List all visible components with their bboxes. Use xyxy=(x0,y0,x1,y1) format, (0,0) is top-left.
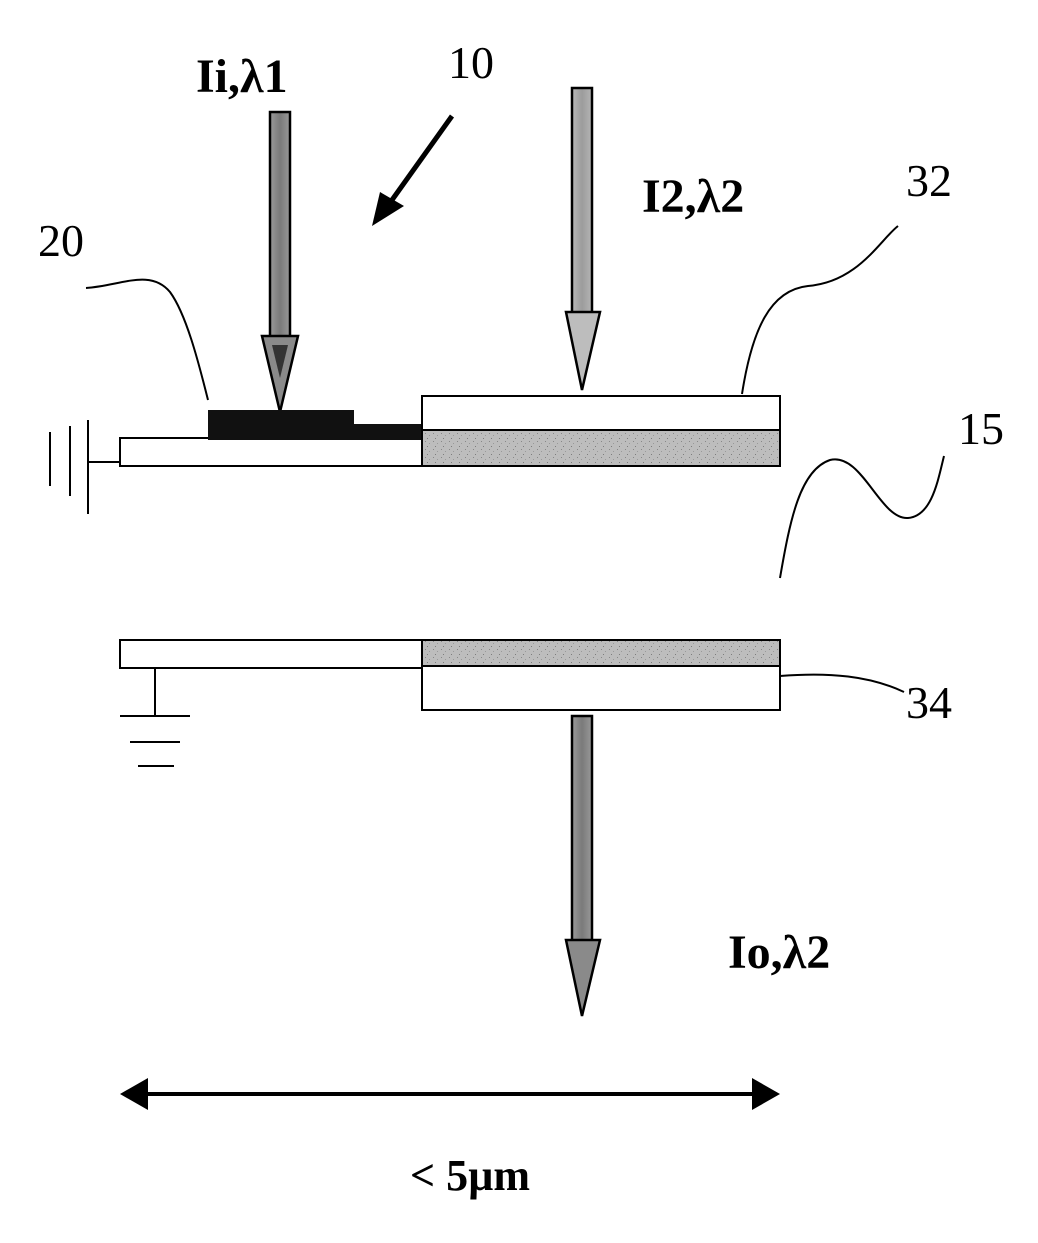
lower-active-layer xyxy=(422,640,780,666)
lower-substrate xyxy=(120,640,424,668)
device-ref-label: 10 xyxy=(448,37,494,88)
top-mirror xyxy=(422,396,780,430)
gap-leader-line xyxy=(780,456,944,578)
top-mirror-leader-line xyxy=(742,226,898,394)
output-beam-label: Io,λ2 xyxy=(728,926,830,979)
control-beam-arrow xyxy=(566,88,600,390)
upper-active-layer xyxy=(422,430,780,466)
top-mirror-ref-label: 32 xyxy=(906,155,952,206)
bottom-mirror-ref-label: 34 xyxy=(906,677,952,728)
output-beam-arrow xyxy=(566,716,600,1016)
upper-substrate xyxy=(120,438,424,466)
bottom-mirror xyxy=(422,666,780,710)
control-beam-label: I2,λ2 xyxy=(642,170,744,223)
dimension-label: < 5µm xyxy=(410,1151,530,1200)
electrode xyxy=(208,410,354,440)
upper-structure xyxy=(50,396,780,514)
device-pointer-arrow xyxy=(372,116,452,226)
bottom-mirror-leader-line xyxy=(780,675,904,692)
electrode-ref-label: 20 xyxy=(38,215,84,266)
dimension-arrow xyxy=(120,1078,780,1110)
gap-ref-label: 15 xyxy=(958,403,1004,454)
electrode-leader-line xyxy=(86,280,208,400)
input-beam-arrow xyxy=(262,112,298,412)
input-beam-label: Ii,λ1 xyxy=(196,50,288,103)
lower-structure xyxy=(120,640,780,766)
